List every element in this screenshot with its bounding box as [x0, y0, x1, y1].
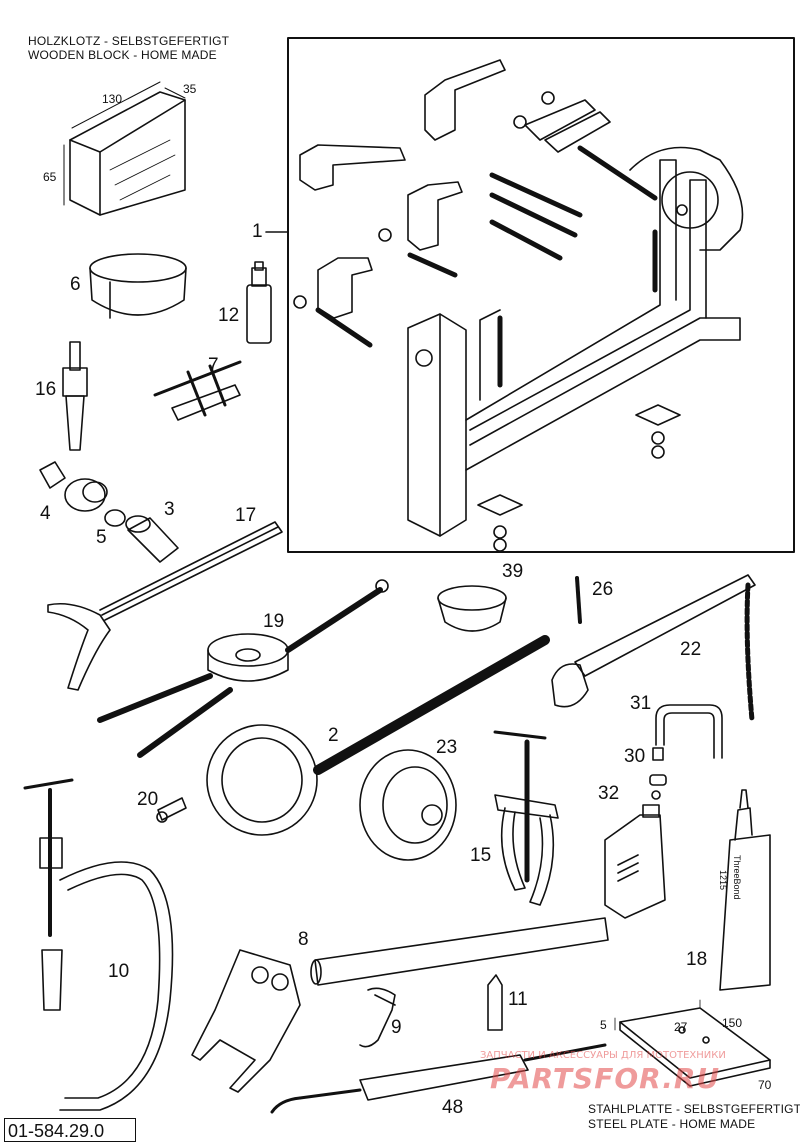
watermark-tagline: ЗАПЧАСТИ И АКСЕССУАРЫ ДЛЯ МОТОТЕХНИКИ	[480, 1050, 726, 1061]
label-17: 17	[235, 505, 257, 526]
puller-part-15	[493, 730, 559, 906]
pin-part-26	[575, 576, 582, 624]
watermark-logo: PARTSFOR.RU	[490, 1062, 721, 1095]
puller-part-16	[62, 341, 88, 451]
label-23: 23	[436, 737, 458, 758]
label-19: 19	[263, 611, 285, 632]
label-3: 3	[164, 499, 175, 520]
header-line-2: WOODEN BLOCK - HOME MADE	[28, 48, 217, 62]
holder-part-19	[97, 579, 389, 758]
label-7: 7	[208, 355, 219, 376]
header-line-1: HOLZKLOTZ - SELBSTGEFERTIGT	[28, 34, 230, 48]
plate-thickness-dim: 5	[600, 1018, 607, 1032]
clamp-part-7	[153, 360, 242, 421]
plate-offset-dim: 27	[674, 1020, 688, 1034]
block-height-dim: 65	[43, 170, 57, 184]
steel-plate-caption-1: STAHLPLATTE - SELBSTGEFERTIGT	[588, 1102, 800, 1116]
screw-part-20	[156, 797, 187, 823]
label-15: 15	[470, 845, 492, 866]
grease-gun-part-48	[270, 1043, 607, 1114]
label-32: 32	[598, 783, 620, 804]
steel-plate-caption-2: STEEL PLATE - HOME MADE	[588, 1117, 756, 1131]
label-16: 16	[35, 379, 57, 400]
rotor-part-23	[359, 749, 457, 861]
tube-code: 1215	[718, 870, 728, 891]
spark-plug-part-11	[487, 974, 503, 1031]
label-6: 6	[70, 274, 81, 295]
cup-part-39	[437, 585, 507, 632]
label-31: 31	[630, 693, 652, 714]
block-length-dim: 130	[102, 92, 123, 106]
chain-wrench-part-22	[551, 574, 756, 723]
label-8: 8	[298, 929, 309, 950]
bracket-part-8	[191, 917, 609, 1093]
plate-length-dim: 150	[722, 1016, 743, 1030]
wooden-block-drawing	[63, 81, 186, 216]
label-11: 11	[508, 989, 528, 1010]
label-10: 10	[108, 961, 130, 982]
engine-stand-frame-box	[287, 37, 795, 553]
label-1: 1	[252, 221, 263, 242]
valve-spring-compressor-part-10	[23, 778, 174, 1111]
clutch-holder-part-2	[206, 635, 550, 836]
label-12: 12	[218, 305, 240, 326]
label-26: 26	[592, 579, 614, 600]
ring-part-6	[89, 253, 187, 319]
label-4: 4	[40, 503, 51, 524]
part-number-box: 01-584.29.0	[4, 1118, 136, 1142]
steel-plate-drawing	[614, 999, 771, 1087]
oil-jug	[604, 804, 666, 919]
hose-fittings-parts-30-31-32	[649, 704, 723, 800]
adapter-parts-3-4-5	[39, 461, 179, 563]
plate-width-dim: 70	[758, 1078, 772, 1092]
label-48: 48	[442, 1097, 464, 1118]
tube-part-18	[719, 789, 771, 991]
tube-brand: ThreeBond	[732, 855, 742, 900]
clamp-part-9	[359, 987, 396, 1048]
label-30: 30	[624, 746, 646, 767]
label-20: 20	[137, 789, 159, 810]
label-18: 18	[686, 949, 708, 970]
label-22: 22	[680, 639, 702, 660]
label-5: 5	[96, 527, 107, 548]
label-9: 9	[391, 1017, 402, 1038]
fork-tool-part-17	[47, 521, 283, 691]
engine-stand-drawing	[293, 59, 744, 552]
bottle-part-12	[246, 261, 272, 344]
block-width-dim: 35	[183, 82, 197, 96]
label-39: 39	[502, 561, 524, 582]
label-2: 2	[328, 725, 339, 746]
